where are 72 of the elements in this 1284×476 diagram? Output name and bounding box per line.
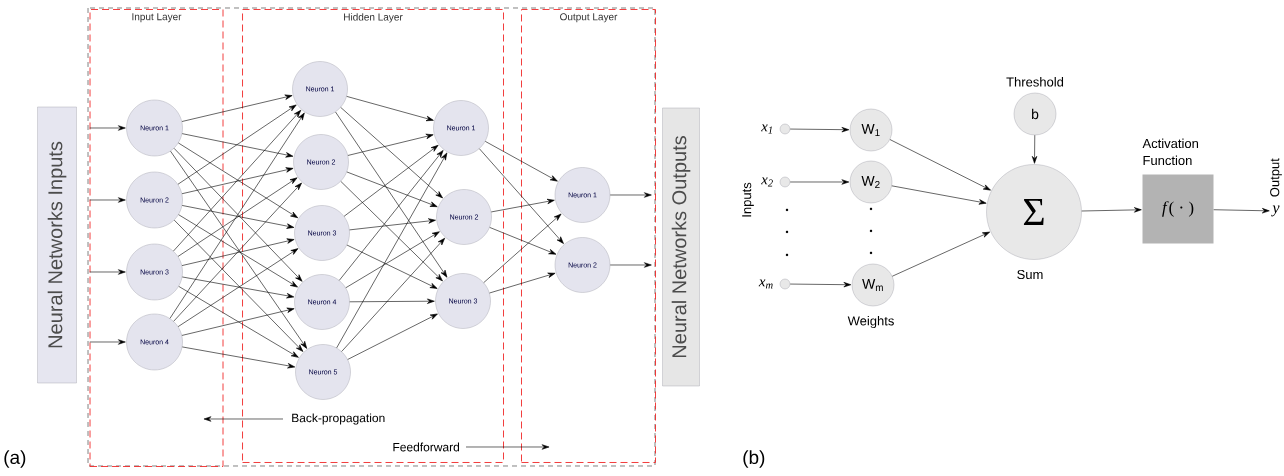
arrow <box>349 298 435 304</box>
arrow <box>609 192 652 198</box>
activation-label: Activation Function <box>1142 138 1198 166</box>
arrow <box>89 339 126 345</box>
arrow <box>341 237 446 352</box>
arrow <box>178 142 299 219</box>
activation-box: f( · ) <box>1142 174 1214 244</box>
arrow <box>173 182 302 322</box>
sum-label: Sum <box>1017 269 1043 280</box>
arrow <box>181 238 295 266</box>
output-bar: Neural Networks Outputs <box>662 107 700 387</box>
arrow <box>178 286 299 358</box>
arrow <box>173 148 303 282</box>
arrow <box>609 262 652 268</box>
arrow <box>340 107 443 199</box>
arrow <box>181 205 295 229</box>
arrow <box>889 139 991 191</box>
arrow <box>173 219 304 352</box>
arrow <box>181 94 293 122</box>
input-bar: Neural Networks Inputs <box>37 106 77 384</box>
panel-label: (b) <box>743 450 765 468</box>
arrow <box>335 111 448 278</box>
arrow <box>489 272 556 294</box>
arrow <box>789 282 852 288</box>
arrow <box>177 104 297 185</box>
arrow <box>479 148 564 244</box>
arrow <box>891 185 987 205</box>
arrow <box>345 231 440 289</box>
arrow <box>489 227 557 255</box>
arrow <box>789 127 850 133</box>
arrow <box>346 96 434 122</box>
arrow <box>169 112 305 319</box>
arrow <box>181 276 295 299</box>
arrow <box>340 181 443 282</box>
threshold-label: Threshold <box>1006 77 1064 87</box>
arrow <box>483 213 562 283</box>
arrow <box>181 133 294 158</box>
arrow <box>484 141 558 182</box>
arrow <box>347 133 434 156</box>
arrow <box>1031 134 1038 164</box>
arrow <box>89 197 126 203</box>
direction-label: Back-propagation <box>292 413 385 425</box>
arrow <box>892 231 990 277</box>
arrow <box>343 144 439 217</box>
input-symbol: x$_{m}$ <box>758 279 773 289</box>
arrow <box>349 218 436 231</box>
inputs-label: Inputs <box>742 182 754 217</box>
arrow <box>339 150 444 281</box>
arrow <box>789 179 850 185</box>
arrow <box>181 167 294 194</box>
arrow <box>1081 207 1142 213</box>
arrow <box>347 313 438 360</box>
direction-label: Feedforward <box>393 442 460 452</box>
arrow <box>89 125 126 131</box>
output-label: Output <box>1270 158 1282 197</box>
input-symbol: x$_{2}$ <box>761 177 773 187</box>
input-symbol: x$_{1}$ <box>761 124 772 134</box>
arrow <box>89 269 126 275</box>
panel-label: (a) <box>4 450 26 468</box>
arrow <box>177 248 299 327</box>
arrow <box>1213 208 1270 214</box>
output-symbol: y <box>1271 205 1280 217</box>
arrow <box>336 152 448 349</box>
arrow <box>178 214 298 288</box>
arrow <box>181 307 295 336</box>
arrow <box>346 171 438 207</box>
arrow <box>173 109 302 252</box>
arrow <box>490 198 555 213</box>
arrow <box>182 346 296 369</box>
arrow <box>177 177 298 257</box>
arrow <box>170 150 308 349</box>
arrow <box>346 244 438 289</box>
